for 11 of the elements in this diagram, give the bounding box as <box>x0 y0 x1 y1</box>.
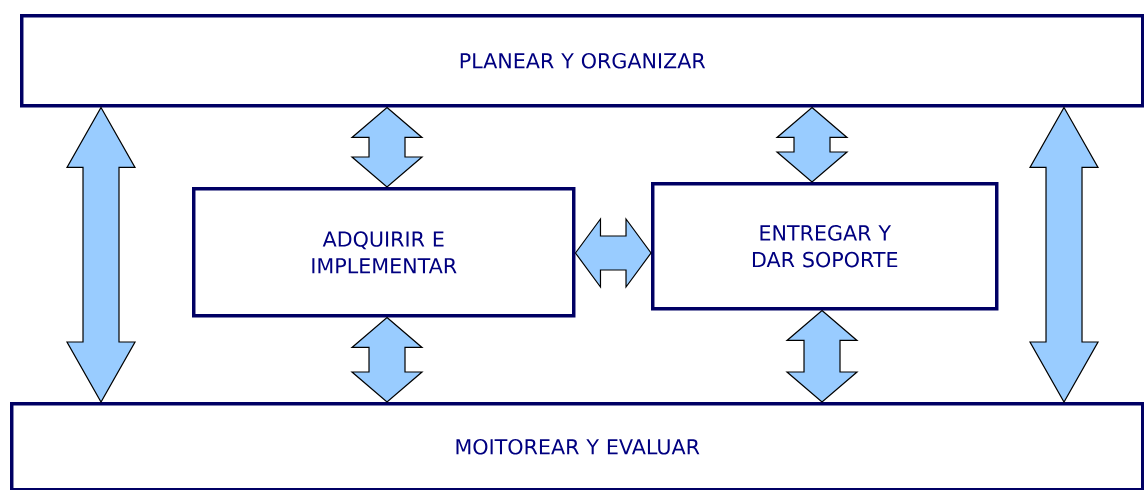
block-arrow <box>775 106 849 183</box>
process-box: MOITOREAR Y EVALUAR <box>10 402 1144 490</box>
block-arrow <box>350 316 424 403</box>
process-box: PLANEAR Y ORGANIZAR <box>20 14 1144 108</box>
block-arrow <box>66 106 137 404</box>
block-arrow <box>785 309 859 403</box>
block-arrow <box>1029 106 1100 404</box>
process-box: ENTREGAR Y DAR SOPORTE <box>651 182 999 311</box>
block-arrow <box>574 217 652 289</box>
block-arrow <box>350 106 424 188</box>
process-box: ADQUIRIR E IMPLEMENTAR <box>192 187 576 318</box>
